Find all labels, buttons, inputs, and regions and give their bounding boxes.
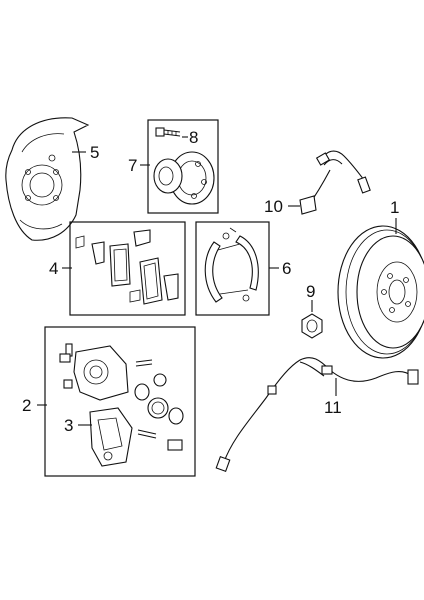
callout-7: 7 bbox=[128, 156, 137, 175]
callout-3: 3 bbox=[64, 416, 73, 435]
hub-bearing bbox=[153, 151, 215, 205]
brake-hose bbox=[299, 150, 371, 215]
dust-shield bbox=[5, 117, 90, 241]
callout-5: 5 bbox=[90, 143, 99, 162]
hub-bolt bbox=[155, 127, 181, 137]
caliper-assembly-box bbox=[44, 326, 196, 477]
callout-10: 10 bbox=[264, 197, 283, 216]
brake-rotor bbox=[337, 225, 424, 359]
callout-4: 4 bbox=[49, 259, 58, 278]
caliper-bracket bbox=[89, 407, 133, 467]
parking-brake-shoes bbox=[204, 227, 259, 303]
abs-sensor-wire bbox=[215, 357, 419, 473]
hub-bearing-box bbox=[147, 119, 219, 214]
caliper-assembly bbox=[59, 343, 184, 451]
callout-1: 1 bbox=[390, 198, 399, 217]
callout-11: 11 bbox=[324, 398, 342, 417]
callout-2: 2 bbox=[22, 396, 31, 415]
callout-9: 9 bbox=[306, 282, 315, 301]
hub-nut bbox=[301, 313, 323, 339]
brake-pads bbox=[75, 229, 179, 305]
callout-6: 6 bbox=[282, 259, 291, 278]
callout-8: 8 bbox=[189, 128, 198, 147]
